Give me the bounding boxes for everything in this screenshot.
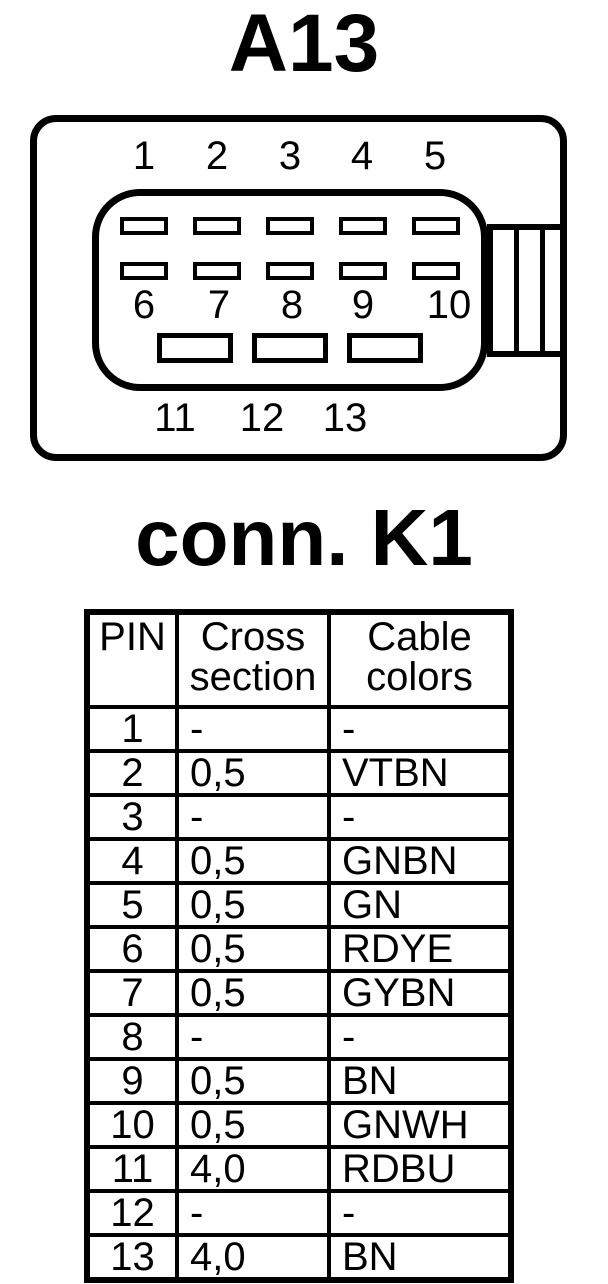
pin-cell: 8 [85, 1013, 179, 1061]
cable-color-cell: - [327, 793, 513, 841]
cross-section-cell: 0,5 [175, 881, 331, 929]
pin-cell: 3 [85, 793, 179, 841]
pin-cell: 6 [85, 925, 179, 973]
pin-slot-2 [193, 217, 241, 235]
pin-label-1: 1 [132, 134, 156, 178]
cable-color-cell: GNBN [327, 837, 513, 885]
pin-cell: 11 [85, 1145, 179, 1193]
cross-section-cell: 0,5 [175, 925, 331, 973]
cable-color-cell: RDYE [327, 925, 513, 973]
cross-section-cell: 0,5 [175, 749, 331, 797]
pin-cell: 13 [85, 1233, 179, 1282]
latch-divider [514, 230, 519, 351]
pin-slot-4 [339, 217, 387, 235]
pin-cell: 5 [85, 881, 179, 929]
table-row: 1-- [85, 705, 513, 753]
table-header-row: PIN Cross section Cable colors [85, 610, 513, 709]
pin-slot-13 [347, 333, 423, 363]
header-cross-section: Cross section [175, 610, 331, 709]
cable-color-cell: - [327, 1189, 513, 1237]
pin-label-4: 4 [350, 134, 374, 178]
table-row: 12-- [85, 1189, 513, 1237]
pin-label-5: 5 [423, 134, 447, 178]
cross-section-cell: 4,0 [175, 1145, 331, 1193]
cable-color-cell: GYBN [327, 969, 513, 1017]
pin-slot-1 [120, 217, 168, 235]
table-row: 8-- [85, 1013, 513, 1061]
pin-slot-8 [266, 262, 314, 280]
pin-cell: 1 [85, 705, 179, 753]
cable-color-cell: BN [327, 1233, 513, 1282]
pin-slot-3 [266, 217, 314, 235]
table-row: 3-- [85, 793, 513, 841]
pin-slot-10 [412, 262, 460, 280]
cable-color-cell: GN [327, 881, 513, 929]
pin-cell: 4 [85, 837, 179, 885]
pin-label-9: 9 [351, 283, 375, 327]
pin-label-7: 7 [207, 283, 231, 327]
cable-color-cell: GNWH [327, 1101, 513, 1149]
cross-section-cell: - [175, 793, 331, 841]
connector-diagram: 1 2 3 4 5 6 7 8 9 10 11 12 13 [0, 0, 608, 480]
latch-divider [540, 230, 545, 351]
pin-slot-6 [120, 262, 168, 280]
cable-color-cell: BN [327, 1057, 513, 1105]
cross-section-cell: 0,5 [175, 1101, 331, 1149]
pin-slot-5 [412, 217, 460, 235]
cross-section-cell: 0,5 [175, 837, 331, 885]
pin-label-11: 11 [154, 396, 196, 440]
pin-cell: 10 [85, 1101, 179, 1149]
pin-cell: 12 [85, 1189, 179, 1237]
pin-slot-12 [252, 333, 328, 363]
pin-label-10: 10 [426, 283, 472, 327]
pin-slot-9 [339, 262, 387, 280]
cross-section-cell: - [175, 1013, 331, 1061]
cross-section-cell: 4,0 [175, 1233, 331, 1282]
header-cable-colors: Cable colors [327, 610, 513, 709]
cross-section-cell: 0,5 [175, 969, 331, 1017]
connector-latch [487, 224, 567, 357]
cross-section-cell: - [175, 705, 331, 753]
pin-label-6: 6 [132, 283, 156, 327]
pin-label-13: 13 [322, 396, 368, 440]
pin-label-3: 3 [278, 134, 302, 178]
connector-title: A13 [228, 0, 380, 89]
pin-label-2: 2 [205, 134, 229, 178]
header-pin: PIN [85, 610, 179, 709]
cable-color-cell: RDBU [327, 1145, 513, 1193]
pin-slot-7 [193, 262, 241, 280]
pin-cell: 7 [85, 969, 179, 1017]
pin-cell: 2 [85, 749, 179, 797]
cross-section-cell: - [175, 1189, 331, 1237]
pin-label-12: 12 [239, 396, 285, 440]
cable-color-cell: - [327, 705, 513, 753]
cable-color-cell: VTBN [327, 749, 513, 797]
cable-color-cell: - [327, 1013, 513, 1061]
pin-cell: 9 [85, 1057, 179, 1105]
cross-section-cell: 0,5 [175, 1057, 331, 1105]
pin-label-8: 8 [280, 283, 304, 327]
pin-slot-11 [157, 333, 233, 363]
connector-name-label: conn. K1 [135, 493, 473, 582]
